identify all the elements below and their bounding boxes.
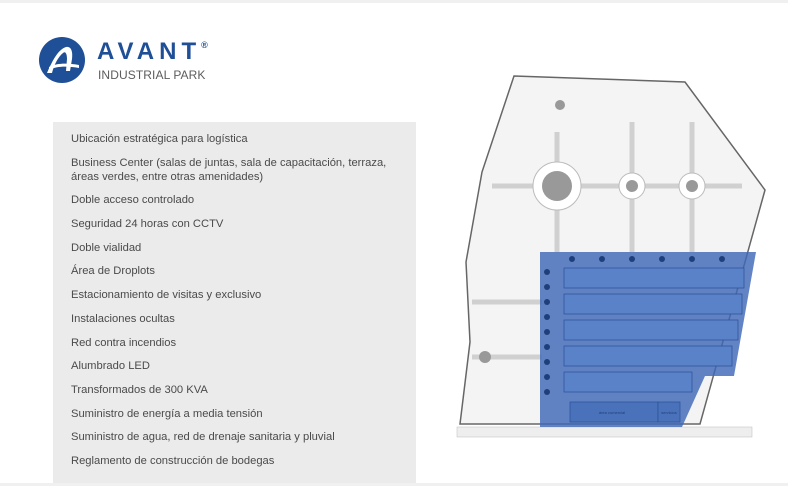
amenities-panel: Ubicación estratégica para logística Bus… — [53, 122, 416, 486]
amenities-list: Ubicación estratégica para logística Bus… — [53, 122, 416, 468]
amenity-item: Business Center (salas de juntas, sala d… — [71, 156, 387, 183]
zone-commercial-label: área comercial — [599, 410, 625, 415]
amenity-item: Doble vialidad — [71, 241, 142, 254]
amenity-item: Estacionamiento de visitas y exclusivo — [71, 289, 262, 302]
top-border — [0, 0, 788, 3]
amenity-item: Transformados de 300 KVA — [71, 383, 208, 396]
roundabouts — [479, 100, 706, 363]
site-plan-map: área comercial servicios — [456, 75, 766, 438]
bottom-border — [0, 483, 788, 486]
access-road — [456, 426, 753, 438]
amenity-item: Reglamento de construcción de bodegas — [71, 454, 275, 467]
amenity-item: Instalaciones ocultas — [71, 312, 175, 325]
amenity-item: Área de Droplots — [71, 265, 155, 278]
zone-services-label: servicios — [661, 410, 677, 415]
trees — [544, 256, 725, 395]
amenity-item: Ubicación estratégica para logística — [71, 133, 248, 145]
brand-row: AVANT ® — [97, 39, 208, 65]
brand-name: AVANT — [97, 38, 202, 65]
brand-subtitle: INDUSTRIAL PARK — [98, 68, 206, 82]
amenity-item: Seguridad 24 horas con CCTV — [71, 218, 224, 231]
amenity-item: Doble acceso controlado — [71, 194, 195, 207]
amenity-item: Red contra incendios — [71, 336, 177, 349]
avant-logo: AVANT ® INDUSTRIAL PARK — [39, 37, 229, 87]
registered-mark: ® — [201, 40, 208, 50]
warehouse-blocks — [563, 267, 745, 423]
amenity-item: Suministro de agua, red de drenaje sanit… — [71, 431, 335, 444]
amenity-item: Alumbrado LED — [71, 360, 150, 373]
avant-logo-icon — [39, 37, 85, 83]
amenity-item: Suministro de energía a media tensión — [71, 407, 263, 420]
